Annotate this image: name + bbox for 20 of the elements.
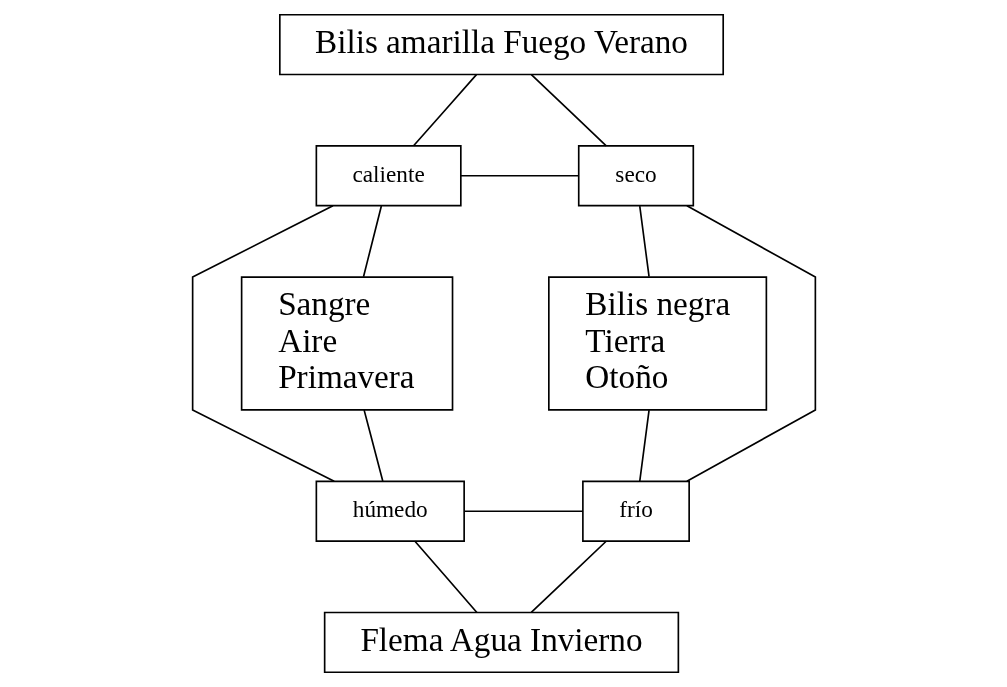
node-box: Bilis amarilla Fuego Verano <box>278 13 724 76</box>
connector <box>530 73 607 147</box>
node-box: frío <box>581 480 690 542</box>
connector <box>362 409 384 482</box>
connector <box>459 174 579 177</box>
connector <box>191 204 335 483</box>
connector <box>685 204 816 483</box>
connector <box>529 540 607 614</box>
node-box: caliente <box>315 145 462 207</box>
node-box: Sangre Aire Primavera <box>240 276 453 411</box>
node-box: Bilis negra Tierra Otoño <box>547 276 767 411</box>
connector <box>413 540 478 614</box>
connector <box>638 409 650 482</box>
node-box: húmedo <box>315 480 465 542</box>
connector <box>463 510 584 513</box>
connector <box>638 205 650 278</box>
node-box: seco <box>577 145 694 207</box>
connector <box>412 73 477 147</box>
connector <box>362 205 382 278</box>
node-box: Flema Agua Invierno <box>323 611 679 674</box>
